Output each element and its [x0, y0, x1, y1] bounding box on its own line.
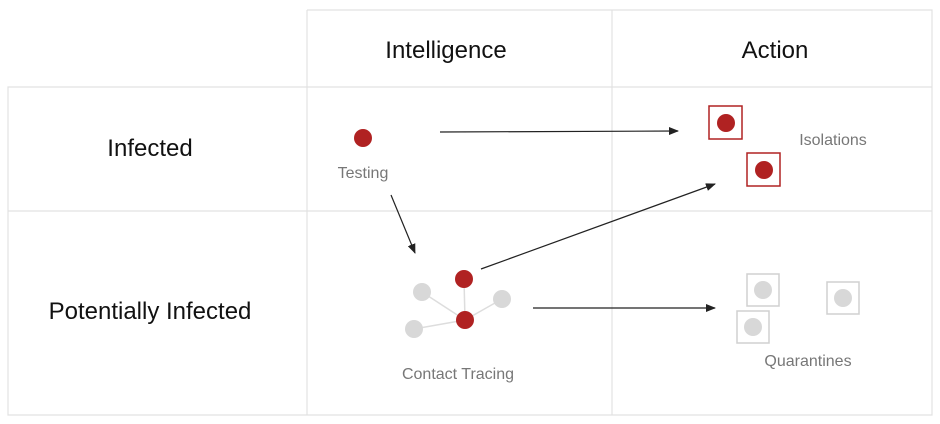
column-header-action: Action [742, 37, 809, 64]
contact-network [405, 270, 511, 338]
testing-node [354, 129, 372, 147]
isolations-label: Isolations [799, 132, 867, 149]
infected-contact-node [456, 311, 474, 329]
contact-tracing-label: Contact Tracing [402, 366, 514, 383]
row-header-potentially-infected: Potentially Infected [49, 298, 252, 325]
contact-node [493, 290, 511, 308]
contact-node [405, 320, 423, 338]
testing-label: Testing [338, 165, 389, 182]
quarantines-label: Quarantines [764, 353, 851, 370]
isolation-box [746, 152, 781, 187]
column-header-intelligence: Intelligence [385, 37, 506, 64]
arrow-testing-to-contact-tracing [390, 194, 416, 254]
arrow-testing-to-isolation [439, 127, 679, 136]
grid [7, 9, 933, 416]
quarantine-box [736, 310, 770, 344]
row-header-infected: Infected [107, 135, 192, 162]
isolation-box [708, 105, 743, 140]
quarantine-box [826, 281, 860, 315]
arrow-contact-to-isolation [480, 183, 716, 270]
quarantine-box [746, 273, 780, 307]
contact-node [413, 283, 431, 301]
infected-contact-node [455, 270, 473, 288]
